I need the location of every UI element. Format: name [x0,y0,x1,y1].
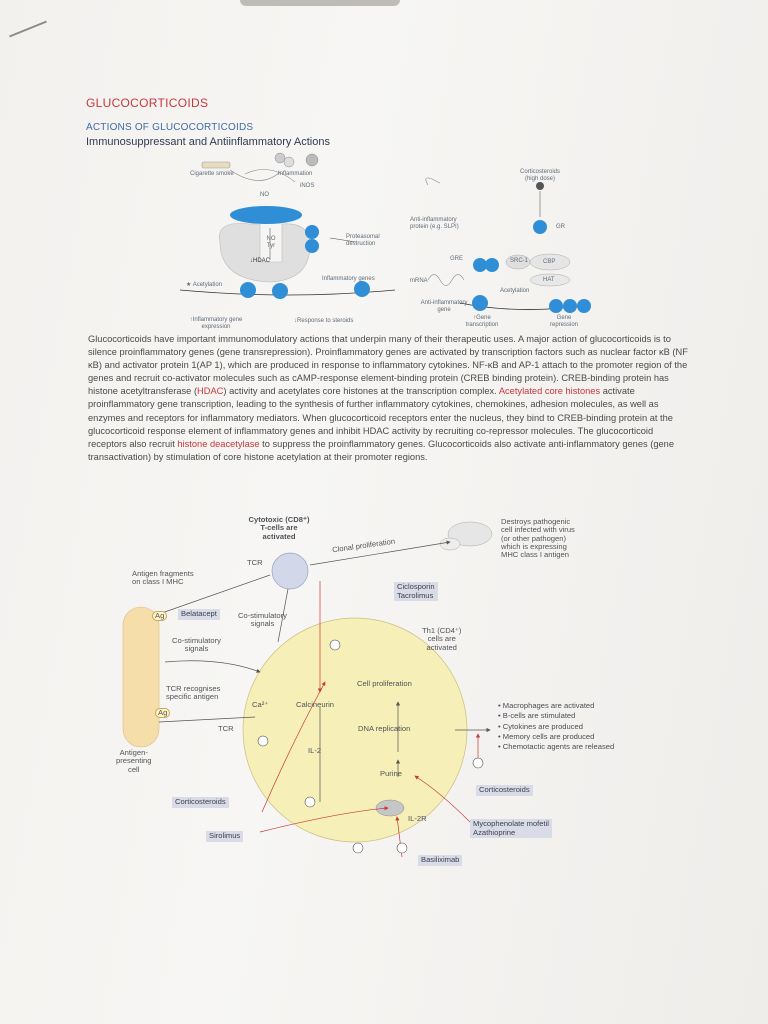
drug-mycophenolate-azathioprine: Mycophenolate mofetil Azathioprine [470,819,552,839]
label-acetylation-right: Acetylation [500,288,530,294]
label-src-1: SRC-1 [510,258,529,264]
figure-left-art [179,152,396,299]
label-co-stimulatory-right: Co-stimulatory signals [238,611,287,629]
list-item: B-cells are stimulated [498,711,614,721]
label-anti-inflammatory-gene: Anti-inflammatory gene [420,300,468,313]
th1-effects-list: Macrophages are activated B-cells are st… [498,701,614,752]
drug-corticosteroids-right: Corticosteroids [476,785,533,796]
list-item: Macrophages are activated [498,701,614,711]
label-cell-proliferation: Cell proliferation [357,679,412,688]
list-item: Chemotactic agents are released [498,742,614,752]
body-paragraph: Glucocorticoids have important immunomod… [88,333,688,464]
paragraph-part-1: Glucocorticoids have important immunomod… [88,334,688,397]
label-purine: Purine [380,769,402,778]
diagram-art [122,521,493,858]
label-inos: iNOS [300,183,315,189]
label-inflammatory-gene-expression: ↑Inflammatory gene expression [189,317,243,330]
label-ag-top: Ag [152,611,168,622]
label-hdac: ↓HDAC [250,258,271,264]
label-response-to-steroids: ↓Response to steroids [294,318,354,324]
page-title: GLUCOCORTICOIDS [86,96,209,110]
label-il-2: IL-2 [308,746,322,755]
section-heading: ACTIONS OF GLUCOCORTICOIDS [86,122,254,133]
figure-inflammatory-gene-expression: Cigarette smoke Inflammation iNOS NO NO … [160,150,410,330]
label-mrna: mRNA [410,278,428,284]
highlight-hdac: HDAC [197,386,224,397]
pen-mark [9,20,47,38]
drug-sirolimus: Sirolimus [206,831,244,842]
label-tcr-top: TCR [247,558,263,567]
label-antigen-presenting-cell: Antigen- presenting cell [116,748,152,774]
label-gre: GRE [450,256,464,262]
drug-ciclosporin-tacrolimus: Ciclosporin Tacrolimus [394,582,438,602]
label-no: NO [260,192,269,198]
label-gene-transcription: ↑Gene transcription [465,315,499,328]
label-hat: HAT [543,277,555,283]
label-corticosteroids-high-dose: Corticosteroids (high dose) [519,169,561,182]
label-co-stimulatory-left: Co-stimulatory signals [172,636,221,654]
label-anti-inflammatory-protein: Anti-inflammatory protein (e.g. SLPI) [410,217,459,230]
paragraph-part-4: to suppress the proinflammatory genes. G… [88,438,675,462]
label-gr: GR [556,224,565,230]
label-antigen-fragments: Antigen fragments on class I MHC [132,569,194,587]
paragraph-part-2: ) activity and acetylates core histones … [223,386,499,397]
figure-anti-inflammatory-transcription: Corticosteroids (high dose) GR Anti-infl… [400,165,600,330]
label-tcr-recognises: TCR recognises specific antigen [166,684,221,702]
subsection-heading: Immunosuppressant and Antiinflammatory A… [86,136,330,148]
label-dna-replication: DNA replication [358,724,411,733]
label-th1-cells: Th1 (CD4⁺) cells are activated [422,626,462,652]
label-no-tyr: NO Tyr [266,236,276,249]
list-item: Cytokines are produced [498,722,614,732]
drug-basiliximab: Basiliximab [418,855,463,866]
list-item: Memory cells are produced [498,732,614,742]
highlight-histone-deacetylase: histone deacetylase [177,438,260,449]
label-cbp: CBP [543,259,556,265]
label-cigarette-smoke: Cigarette smoke [190,171,234,177]
figure-right-art [425,177,591,313]
label-acetylation-left: ★ Acetylation [186,282,223,288]
label-proteasomal-destruction: Proteasomal destruction [346,234,380,247]
label-gene-repression: Gene repression [549,315,579,328]
diagram-immunosuppressant-actions: Cytotoxic (CD8⁺) T-cells are activated C… [110,512,690,872]
label-calcineurin: Calcineurin [296,700,334,709]
drug-belatacept: Belatacept [178,609,220,620]
label-destroys-pathogenic-cell: Destroys pathogenic cell infected with v… [501,517,575,560]
label-ag-bottom: Ag [155,708,171,719]
highlight-acetylated-core-histones: Acetylated core histones [498,386,601,397]
paragraph-part-3: activate proinflammatory gene transcript… [88,386,673,449]
label-tcr-middle: TCR [218,724,234,733]
label-inflammatory-genes: Inflammatory genes [322,276,375,282]
label-il-2r: IL-2R [408,814,427,823]
label-ca: Ca²⁺ [252,700,269,709]
page-top-edge [240,0,400,6]
label-cytotoxic-t-cells: Cytotoxic (CD8⁺) T-cells are activated [248,515,310,541]
label-inflammation: Inflammation [278,171,313,177]
drug-corticosteroids-left: Corticosteroids [172,797,229,808]
